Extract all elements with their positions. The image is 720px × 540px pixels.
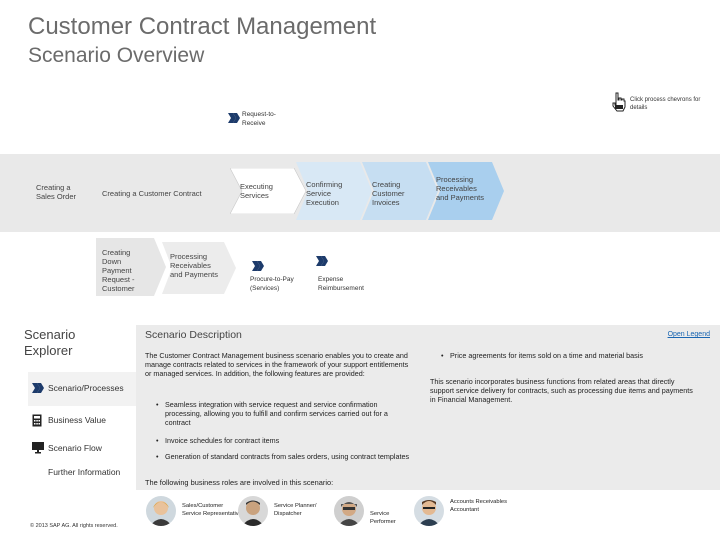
chevron-shape (362, 162, 438, 220)
chevron-shape (296, 162, 372, 220)
step-executing-services[interactable]: Executing Services (230, 168, 306, 214)
page-subtitle: Scenario Overview (28, 44, 205, 67)
nav-further-information[interactable]: Further Information (32, 466, 142, 480)
step-down-payment-request[interactable]: Creating Down Payment Request - Customer (96, 238, 166, 296)
role-sales-customer-service[interactable]: Sales/Customer Service Representative (146, 496, 256, 532)
nav-label: Scenario Flow (48, 443, 102, 453)
procure-to-pay-link[interactable]: Procure-to-Pay (Services) (250, 276, 294, 292)
avatar (414, 496, 444, 526)
expense-reimbursement-link[interactable]: Expense Reimbursement (318, 276, 364, 292)
role-accounts-receivables[interactable]: Accounts Receivables Accountant (414, 496, 514, 532)
bullet-item: Invoice schedules for contract items (155, 436, 415, 445)
info-icon (32, 466, 44, 478)
description-intro: The Customer Contract Management busines… (145, 351, 409, 379)
bullet-item: Seamless integration with service reques… (155, 400, 415, 428)
step-creating-customer-invoices[interactable]: Creating Customer Invoices (362, 162, 438, 220)
chevron-shape (96, 238, 166, 296)
step-processing-receivables-payments[interactable]: Processing Receivables and Payments (428, 162, 504, 220)
nav-business-value[interactable]: Business Value (32, 414, 142, 428)
step-processing-receivables-payments-2[interactable]: Processing Receivables and Payments (162, 242, 236, 294)
copyright: © 2013 SAP AG. All rights reserved. (30, 523, 118, 529)
step-label: Creating a Sales Order (36, 183, 77, 201)
nav-scenario-processes[interactable]: Scenario/Processes (32, 382, 142, 396)
hand-pointer-icon (612, 92, 626, 112)
step-label: Executing Services (240, 182, 273, 200)
double-chevron-icon (316, 256, 328, 266)
bullet-item: Price agreements for items sold on a tim… (440, 351, 710, 360)
step-creating-customer-contract[interactable]: Creating a Customer Contract (96, 183, 226, 203)
nav-label: Scenario/Processes (48, 383, 124, 393)
monitor-icon (32, 442, 44, 454)
role-service-planner[interactable]: Service Planner/ Dispatcher (238, 496, 328, 532)
description-heading: Scenario Description (145, 329, 242, 341)
avatar (238, 496, 268, 526)
click-hint-text: Click process chevrons for details (630, 97, 701, 111)
step-creating-sales-order[interactable]: Creating a Sales Order (30, 177, 90, 207)
chevron-shape (230, 168, 306, 214)
page-title: Customer Contract Management (28, 13, 377, 40)
request-to-receive-label[interactable]: Request-to-Receive (242, 111, 276, 127)
open-legend-link[interactable]: Open Legend (667, 331, 710, 338)
description-right-para: This scenario incorporates business func… (430, 377, 693, 405)
explorer-selected-bg (28, 372, 138, 406)
avatar (146, 496, 176, 526)
role-label: Service Performer (370, 511, 396, 525)
step-label: Creating Customer Invoices (372, 180, 405, 207)
step-label: Processing Receivables and Payments (436, 175, 484, 202)
chevron-shape (428, 162, 504, 220)
explorer-title: Scenario Explorer (24, 327, 76, 358)
calculator-icon (32, 414, 42, 427)
role-label: Sales/Customer Service Representative (182, 503, 242, 517)
role-label: Accounts Receivables Accountant (450, 499, 508, 513)
step-label: Confirming Service Execution (306, 180, 343, 207)
nav-label: Business Value (48, 415, 106, 425)
role-service-performer[interactable]: Service Performer (334, 496, 414, 532)
step-label: Creating Down Payment Request - Customer (102, 248, 135, 293)
double-chevron-icon (252, 261, 264, 271)
double-chevron-icon (228, 113, 240, 123)
roles-intro: The following business roles are involve… (145, 478, 334, 487)
role-label: Service Planner/ Dispatcher (274, 503, 317, 517)
double-chevron-icon (32, 383, 44, 393)
step-confirming-service-execution[interactable]: Confirming Service Execution (296, 162, 372, 220)
step-label: Processing Receivables and Payments (170, 252, 218, 279)
click-hint: Click process chevrons for details (612, 92, 712, 124)
nav-label: Further Information (48, 467, 121, 477)
nav-scenario-flow[interactable]: Scenario Flow (32, 442, 142, 456)
step-label: Creating a Customer Contract (102, 189, 202, 198)
avatar (334, 496, 364, 526)
chevron-shape (162, 242, 236, 294)
bullet-item: Generation of standard contracts from sa… (155, 452, 415, 461)
